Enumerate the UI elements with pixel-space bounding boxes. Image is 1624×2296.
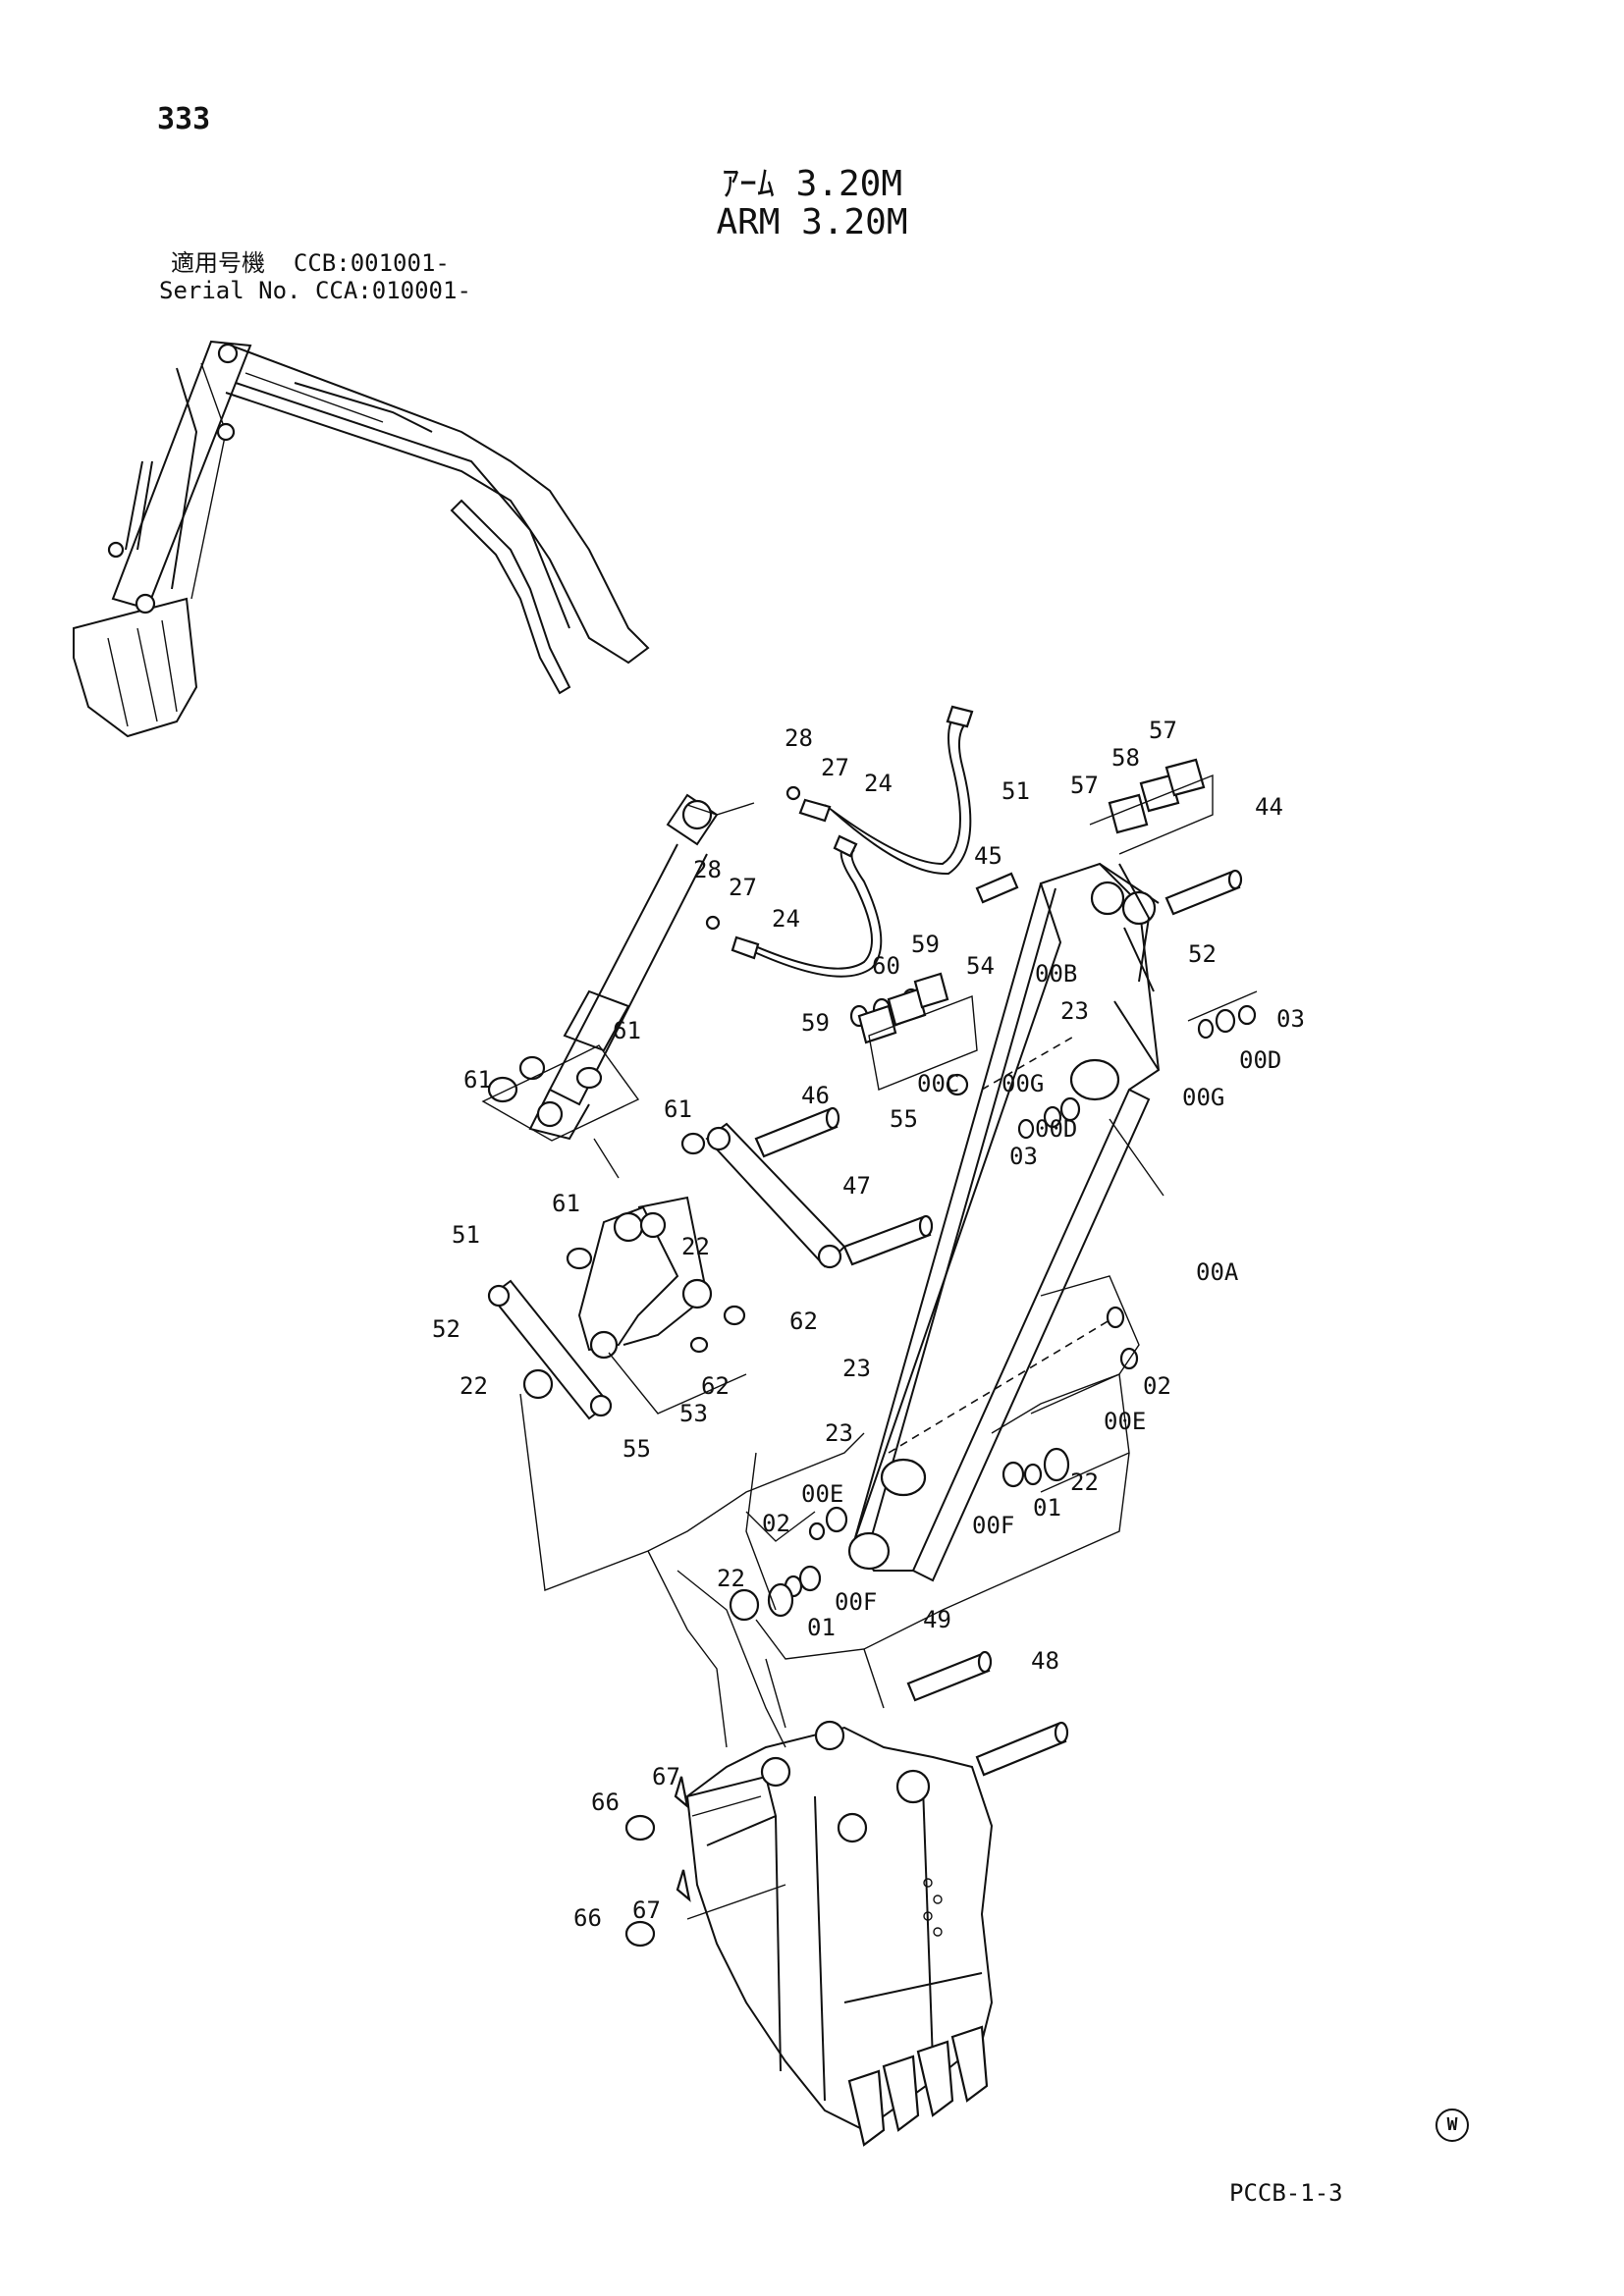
callout-67: 67 — [652, 1763, 680, 1790]
page-title-english: ARM 3.20M — [716, 202, 908, 242]
hydraulic-hoses — [705, 705, 974, 978]
bucket-cylinder — [528, 793, 719, 1141]
callout-03: 03 — [1276, 1005, 1305, 1033]
bucket — [674, 1720, 994, 2147]
washers-and-seals — [487, 988, 1257, 1948]
callout-22: 22 — [460, 1372, 488, 1400]
callout-59: 59 — [911, 931, 940, 958]
callout-00B: 00B — [1035, 960, 1077, 988]
callout-44: 44 — [1255, 793, 1283, 821]
callout-61: 61 — [613, 1017, 641, 1044]
callout-49: 49 — [923, 1606, 951, 1633]
links-and-pins — [487, 1122, 846, 1420]
callout-00F: 00F — [972, 1512, 1014, 1539]
callout-00A: 00A — [1196, 1258, 1239, 1286]
callout-51: 51 — [1001, 777, 1030, 805]
callout-46: 46 — [801, 1082, 830, 1109]
callout-27: 27 — [821, 754, 849, 781]
callout-00G: 00G — [1001, 1070, 1044, 1097]
part-callouts: 28 27 24 28 27 24 51 57 58 57 44 45 00B … — [432, 717, 1305, 1932]
callout-55: 55 — [623, 1435, 651, 1463]
serial-label-japanese: 適用号機 — [171, 249, 265, 277]
callout-61: 61 — [664, 1095, 692, 1123]
callout-02: 02 — [1143, 1372, 1171, 1400]
callout-67: 67 — [632, 1896, 661, 1924]
callout-00G: 00G — [1182, 1084, 1224, 1111]
callout-00E: 00E — [801, 1480, 843, 1508]
callout-01: 01 — [1033, 1494, 1061, 1522]
callout-00C: 00C — [917, 1070, 959, 1097]
callout-28: 28 — [785, 724, 813, 752]
callout-66: 66 — [591, 1789, 620, 1816]
callout-52: 52 — [1188, 940, 1217, 968]
callout-01: 01 — [807, 1614, 836, 1641]
callout-28: 28 — [693, 856, 722, 883]
serial-line-japanese: 適用号機 CCB:001001- — [171, 249, 450, 277]
callout-62: 62 — [789, 1308, 818, 1335]
callout-24: 24 — [864, 770, 893, 797]
callout-00D: 00D — [1239, 1046, 1281, 1074]
callout-47: 47 — [842, 1172, 871, 1200]
callout-61: 61 — [552, 1190, 580, 1217]
callout-58: 58 — [1111, 744, 1140, 772]
serial-code-1: CCB:001001- — [293, 249, 450, 277]
serial-line-english: Serial No. CCA:010001- — [159, 277, 471, 304]
callout-03: 03 — [1009, 1143, 1038, 1170]
callout-22: 22 — [681, 1233, 710, 1260]
callout-22: 22 — [717, 1565, 745, 1592]
callout-00E: 00E — [1104, 1408, 1146, 1435]
callout-55: 55 — [890, 1105, 918, 1133]
callout-66: 66 — [573, 1904, 602, 1932]
callout-54: 54 — [966, 952, 995, 980]
callout-23: 23 — [842, 1355, 871, 1382]
callout-02: 02 — [762, 1510, 790, 1537]
page-title-japanese: ｱｰﾑ 3.20M — [721, 164, 903, 204]
callout-52: 52 — [432, 1315, 460, 1343]
callout-00F: 00F — [835, 1588, 877, 1616]
callout-23: 23 — [825, 1419, 853, 1447]
callout-23: 23 — [1060, 997, 1089, 1025]
loose-pins — [754, 869, 1243, 1777]
callout-27: 27 — [729, 874, 757, 901]
callout-57: 57 — [1070, 772, 1099, 799]
footer-code: PCCB-1-3 — [1229, 2179, 1343, 2207]
callout-00D: 00D — [1035, 1115, 1077, 1143]
grouping-lines — [481, 774, 1258, 1920]
page-number: 333 — [157, 102, 211, 136]
callout-59: 59 — [801, 1009, 830, 1037]
brackets-and-plates — [857, 758, 1206, 1044]
excavator-overview-sketch — [73, 340, 650, 738]
serial-label-english: Serial No. — [159, 277, 301, 304]
callout-62: 62 — [701, 1372, 730, 1400]
callout-45: 45 — [974, 842, 1002, 870]
callout-22: 22 — [1070, 1468, 1099, 1496]
callout-48: 48 — [1031, 1647, 1059, 1675]
callout-61: 61 — [463, 1066, 492, 1094]
callout-51: 51 — [452, 1221, 480, 1249]
callout-57: 57 — [1149, 717, 1177, 744]
w-circle-mark: W — [1435, 2109, 1469, 2142]
callout-24: 24 — [772, 905, 800, 933]
arm-body — [847, 862, 1161, 1582]
callout-60: 60 — [872, 952, 900, 980]
callout-53: 53 — [679, 1400, 708, 1427]
serial-code-2: CCA:010001- — [314, 277, 471, 304]
